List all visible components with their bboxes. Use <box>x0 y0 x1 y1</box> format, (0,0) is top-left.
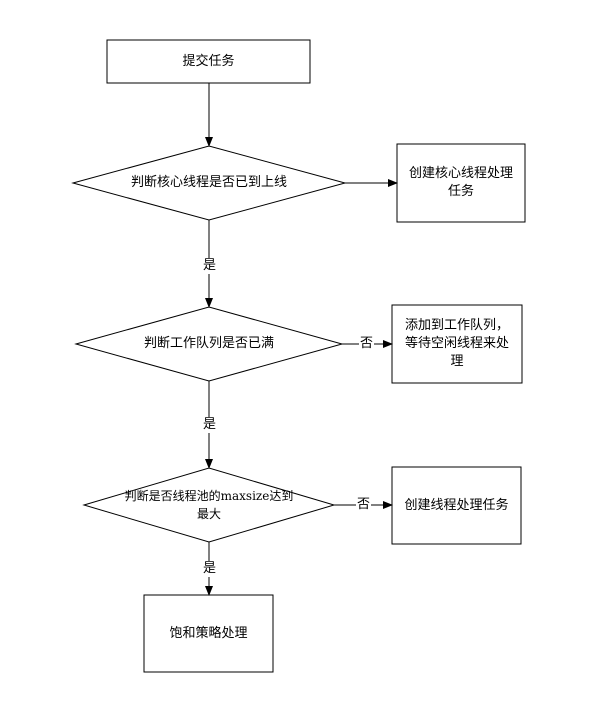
edge-e7-label: 是 <box>202 561 218 577</box>
node-add-queue-label: 添加到工作队列， 等待空闲线程来处 理 <box>404 318 509 369</box>
edge-e6-label: 否 <box>356 497 372 513</box>
node-submit-label: 提交任务 <box>182 53 235 69</box>
node-saturation-shape <box>143 594 274 673</box>
edge-e4-label: 否 <box>359 336 375 352</box>
edge-e3-label: 是 <box>202 258 218 274</box>
node-saturation-label: 饱和策略处理 <box>169 625 248 641</box>
node-check-core-label: 判断核心线程是否已到上线 <box>130 175 287 190</box>
node-add-queue-shape <box>391 304 523 384</box>
node-submit-shape <box>106 39 311 84</box>
node-check-queue-label: 判断工作队列是否已满 <box>143 336 274 351</box>
edge-e5-label: 是 <box>202 417 218 433</box>
node-check-max-label: 判断是否线程池的maxsize达到 最大 <box>124 489 294 521</box>
node-create-core-label: 创建核心线程处理 任务 <box>408 166 513 199</box>
node-create-thread-label: 创建线程处理任务 <box>404 497 509 513</box>
node-create-thread-shape <box>391 466 522 545</box>
